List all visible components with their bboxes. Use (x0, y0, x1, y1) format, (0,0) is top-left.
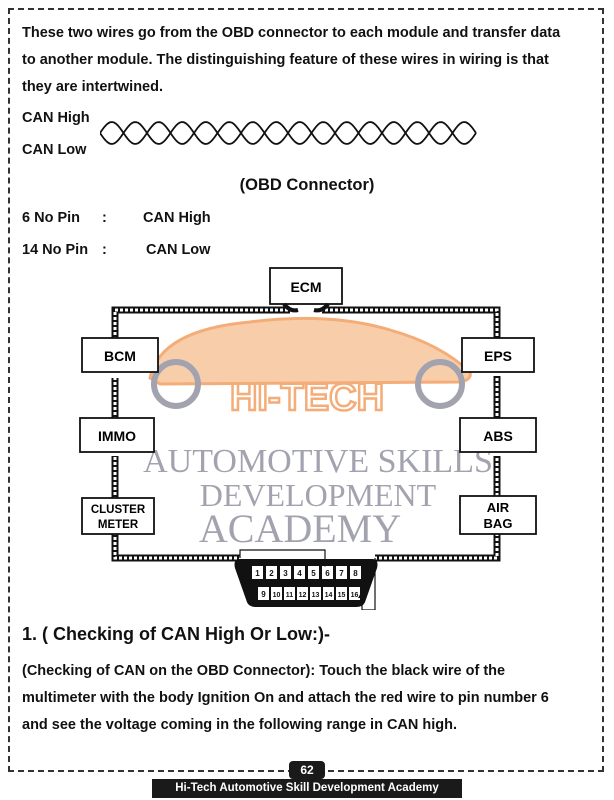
can-high-pin-wire (239, 549, 326, 566)
obd-pin-14 (323, 587, 334, 600)
pin-6-signal: CAN High (143, 210, 211, 226)
obd-pin-8 (350, 566, 361, 579)
obd-pin-label-11: 11 (286, 592, 294, 599)
obd-pin-label-15: 15 (338, 592, 346, 599)
obd-pin-label-10: 10 (273, 592, 281, 599)
module-bcm-label: BCM (104, 348, 136, 364)
watermark-line-1: AUTOMOTIVE SKILLS (143, 443, 493, 480)
intro-line-2: to another module. The distinguishing fe… (22, 52, 549, 68)
watermark-logo: HI-TECH (230, 377, 384, 419)
watermark-car-icon (148, 316, 472, 386)
footer-banner: Hi-Tech Automotive Skill Development Aca… (152, 779, 462, 798)
section-title: 1. ( Checking of CAN High Or Low:)- (22, 624, 330, 644)
watermark-wheel-right-icon (415, 359, 465, 409)
section-paragraph: (Checking of CAN on the OBD Connector): … (22, 658, 592, 739)
obd-pin-label-1: 1 (255, 569, 260, 578)
watermark: HI-TECH AUTOMOTIVE SKILLS DEVELOPMENT AC… (143, 316, 493, 551)
obd-pin-1 (252, 566, 263, 579)
pin-6-separator: : (102, 210, 107, 226)
obd-pin-label-2: 2 (269, 569, 274, 578)
obd-pin-3 (280, 566, 291, 579)
pin-14-label: 14 No Pin (22, 242, 89, 258)
watermark-line-2: DEVELOPMENT (200, 477, 437, 513)
obd-pin-label-6: 6 (325, 569, 330, 578)
obd-pin-9 (258, 587, 269, 600)
module-bcm: BCM (81, 337, 159, 373)
obd-pin-10 (271, 587, 282, 600)
module-airbag-label-1: AIR (487, 500, 510, 515)
obd-pin-label-8: 8 (353, 569, 358, 578)
obd-pin-12 (297, 587, 308, 600)
obd-pin-label-3: 3 (283, 569, 288, 578)
obd-pin-7 (336, 566, 347, 579)
watermark-line-3: ACADEMY (199, 506, 401, 551)
section-line-3: and see the voltage coming in the follow… (22, 717, 458, 733)
pin-14-separator: : (102, 242, 107, 258)
module-airbag-label-2: BAG (484, 516, 513, 531)
obd-pin-label-12: 12 (299, 592, 307, 599)
watermark-wheel-left-icon (151, 359, 201, 409)
module-eps-label: EPS (484, 348, 512, 364)
obd-pin-label-5: 5 (311, 569, 316, 578)
module-cluster-meter: CLUSTER METER (81, 497, 155, 535)
intro-line-3: they are intertwined. (22, 79, 164, 95)
obd-pin-label-4: 4 (297, 569, 302, 578)
section-line-2: multimeter with the body Ignition On and… (22, 690, 549, 706)
obd-pin-16 (349, 587, 360, 600)
obd-connector-title: (OBD Connector) (239, 176, 375, 194)
page-number: 62 (289, 761, 325, 779)
module-immo: IMMO (79, 417, 155, 453)
pin-14-signal: CAN Low (146, 242, 211, 258)
section-line-1: (Checking of CAN on the OBD Connector): … (22, 663, 506, 679)
obd-pin-label-7: 7 (339, 569, 344, 578)
can-network-diagram: HI-TECH AUTOMOTIVE SKILLS DEVELOPMENT AC… (79, 267, 537, 610)
module-cluster-label-1: CLUSTER (91, 504, 146, 516)
obd-pin-label-14: 14 (325, 592, 333, 599)
obd-pin-5 (308, 566, 319, 579)
can-low-arrow-icon (358, 591, 366, 598)
module-immo-label: IMMO (98, 428, 136, 444)
module-cluster-label-2: METER (98, 519, 139, 531)
twisted-pair-diagram (100, 121, 477, 145)
obd-pin-label-16: 16 (351, 592, 359, 599)
intro-line-1: These two wires go from the OBD connecto… (22, 25, 561, 41)
can-high-arrow-icon (321, 560, 329, 567)
obd-pin-2 (266, 566, 277, 579)
obd-pin-6 (322, 566, 333, 579)
module-ecm-label: ECM (290, 279, 321, 295)
obd-pin-row-bottom: 9 10 11 12 13 14 15 16 (258, 587, 360, 600)
module-abs: ABS (459, 417, 537, 453)
module-abs-label: ABS (483, 428, 513, 444)
module-airbag: AIR BAG (459, 495, 537, 535)
can-high-label: CAN High (22, 110, 90, 126)
module-eps: EPS (461, 337, 535, 373)
pin-6-label: 6 No Pin (22, 210, 81, 226)
obd-pin-label-13: 13 (312, 592, 320, 599)
obd-pin-4 (294, 566, 305, 579)
intro-paragraph: These two wires go from the OBD connecto… (22, 20, 592, 101)
can-low-pin-wire (361, 558, 376, 610)
module-ecm: ECM (269, 267, 343, 313)
obd-pin-15 (336, 587, 347, 600)
can-low-label: CAN Low (22, 142, 87, 158)
obd-pin-13 (310, 587, 321, 600)
obd-pin-label-9: 9 (261, 590, 266, 599)
obd-pin-11 (284, 587, 295, 600)
